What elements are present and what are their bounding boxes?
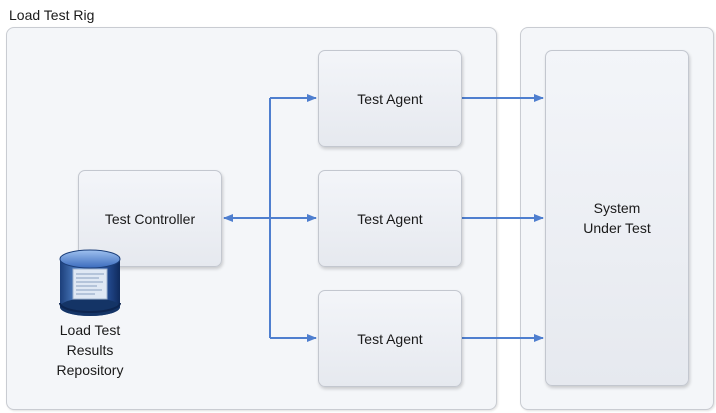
- test-agent-node: Test Agent: [318, 290, 462, 387]
- system-label-line2: Under Test: [583, 220, 651, 236]
- database-icon: [59, 249, 121, 316]
- test-agent-node: Test Agent: [318, 50, 462, 147]
- repository-label: Load Test Results Repository: [35, 320, 145, 380]
- repository-label-line2: Results: [66, 342, 114, 358]
- test-agent-node: Test Agent: [318, 170, 462, 267]
- repository-label-line3: Repository: [56, 362, 124, 378]
- system-label-line1: System: [593, 200, 641, 216]
- system-under-test-node: System Under Test: [545, 50, 689, 386]
- repository-label-line1: Load Test: [59, 322, 121, 338]
- rig-title: Load Test Rig: [9, 7, 95, 23]
- test-agent-label: Test Agent: [357, 90, 423, 107]
- test-controller-label: Test Controller: [104, 210, 196, 227]
- test-agent-label: Test Agent: [357, 210, 423, 227]
- test-agent-label: Test Agent: [357, 330, 423, 347]
